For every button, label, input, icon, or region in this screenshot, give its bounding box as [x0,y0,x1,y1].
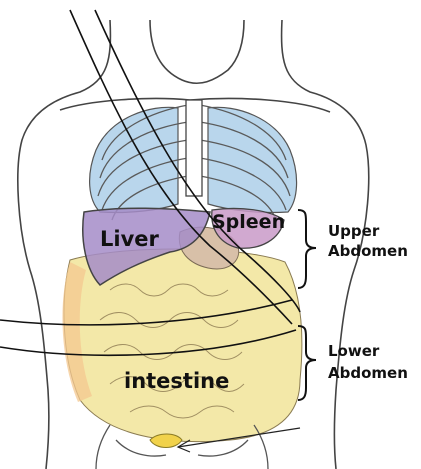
lower-abdomen-label-line2: Abdomen [328,364,408,382]
left-lung [90,107,178,212]
liver-label: Liver [100,227,160,251]
upper-abdomen-label-line2: Abdomen [328,242,408,260]
upper-abdomen-label-line1: Upper [328,222,380,240]
upper-abdomen-brace [298,210,316,288]
bladder [150,434,182,448]
spleen-label: Spleen [212,211,285,233]
lower-abdomen-label-line1: Lower [328,342,380,360]
intestine-label: intestine [124,369,229,393]
